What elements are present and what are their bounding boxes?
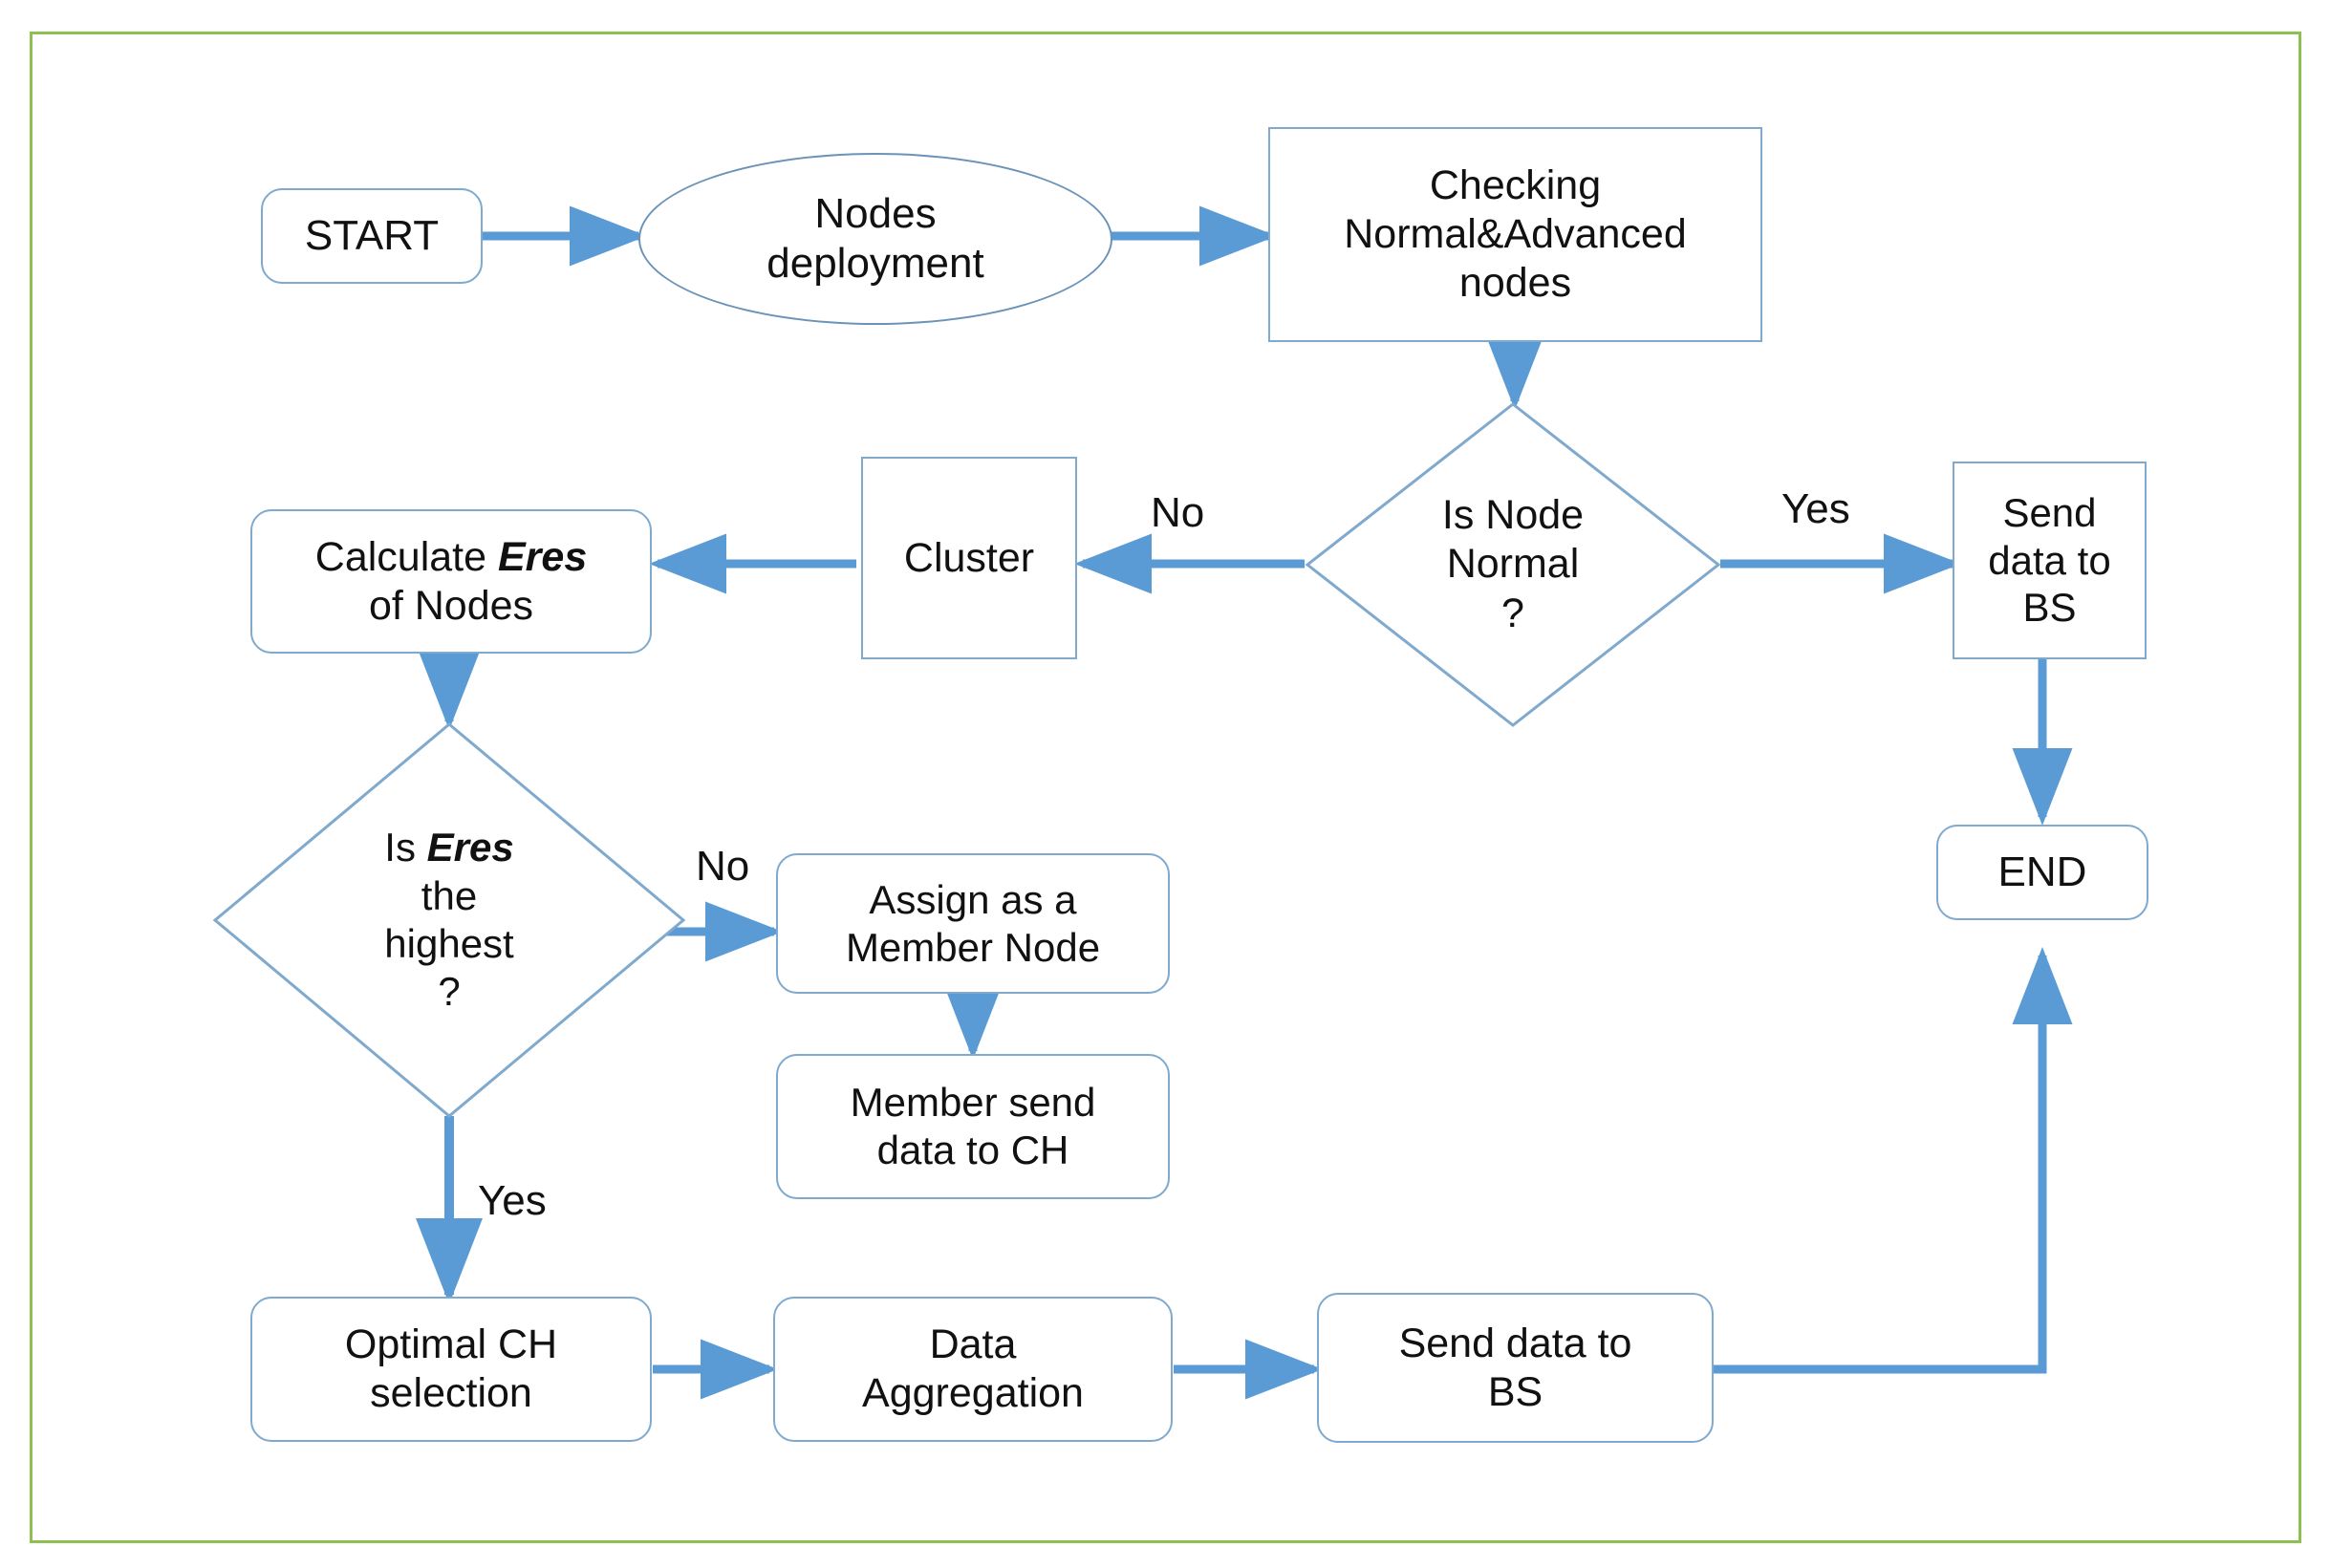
- node-calculate-eres[interactable]: Calculate Eres of Nodes: [250, 509, 652, 654]
- node-checking-nodes-label: Checking Normal&Advanced nodes: [1344, 162, 1687, 306]
- edge-label-node-normal-no: No: [1151, 489, 1205, 536]
- node-checking-nodes[interactable]: Checking Normal&Advanced nodes: [1268, 127, 1762, 342]
- node-assign-member-node[interactable]: Assign as a Member Node: [776, 853, 1170, 994]
- diamond-outline-is-node-normal: [1305, 402, 1721, 727]
- node-send-data-to-bs-top-label: Send data to BS: [1988, 490, 2111, 631]
- is-eres-term: Eres: [426, 825, 514, 870]
- node-start-label: START: [304, 212, 440, 260]
- node-is-node-normal-label: Is Node Normal ?: [1441, 491, 1585, 636]
- edge-label-node-normal-yes: Yes: [1781, 485, 1850, 532]
- node-optimal-ch-selection-label: Optimal CH selection: [344, 1321, 558, 1416]
- node-send-data-to-bs-bottom-label: Send data to BS: [1398, 1320, 1632, 1415]
- is-eres-prefix: Is: [384, 825, 427, 870]
- node-data-aggregation[interactable]: Data Aggregation: [773, 1297, 1173, 1442]
- node-calculate-eres-label: Calculate Eres of Nodes: [314, 533, 588, 629]
- node-is-node-normal[interactable]: Is Node Normal ?: [1305, 401, 1721, 728]
- node-end-label: END: [1997, 848, 2087, 896]
- node-end[interactable]: END: [1936, 825, 2148, 920]
- node-start[interactable]: START: [261, 188, 483, 284]
- node-member-send-data[interactable]: Member send data to CH: [776, 1054, 1170, 1199]
- node-member-send-data-label: Member send data to CH: [850, 1080, 1096, 1172]
- edge-label-eres-highest-yes: Yes: [478, 1177, 547, 1224]
- node-assign-member-node-label: Assign as a Member Node: [845, 876, 1101, 970]
- node-optimal-ch-selection[interactable]: Optimal CH selection: [250, 1297, 652, 1442]
- node-cluster[interactable]: Cluster: [861, 457, 1077, 659]
- node-nodes-deployment[interactable]: Nodes deployment: [638, 153, 1112, 325]
- node-send-data-to-bs-bottom[interactable]: Send data to BS: [1317, 1293, 1714, 1443]
- diamond-outline-is-eres-highest: [212, 722, 686, 1118]
- node-is-eres-highest[interactable]: Is Eres the highest ?: [212, 721, 686, 1119]
- node-send-data-to-bs-top[interactable]: Send data to BS: [1953, 462, 2147, 659]
- calculate-eres-prefix: Calculate: [314, 533, 498, 580]
- edge-label-eres-highest-no: No: [696, 843, 750, 890]
- node-data-aggregation-label: Data Aggregation: [862, 1321, 1084, 1416]
- node-nodes-deployment-label: Nodes deployment: [766, 190, 984, 287]
- node-cluster-label: Cluster: [903, 534, 1035, 581]
- node-is-eres-highest-label: Is Eres the highest ?: [384, 825, 514, 1015]
- calculate-eres-term: Eres: [497, 533, 588, 580]
